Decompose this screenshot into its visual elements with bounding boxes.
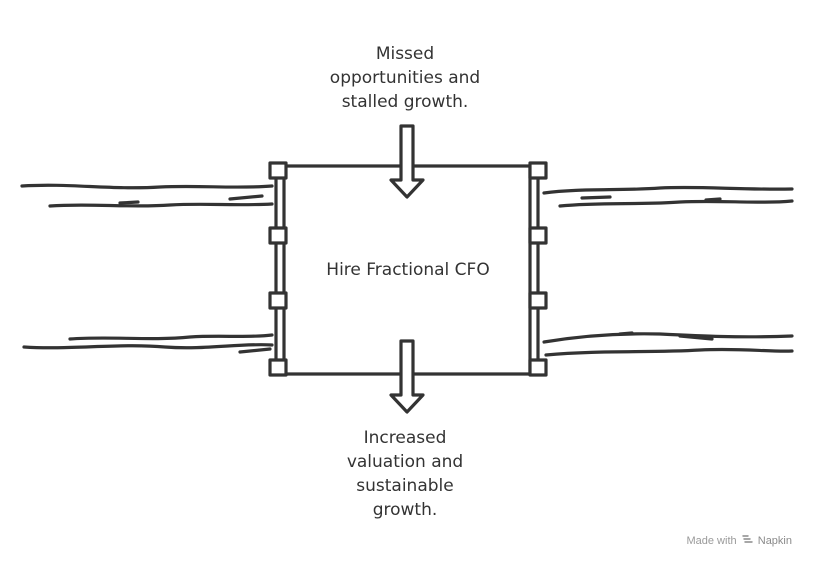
left-connector-4 xyxy=(268,358,288,377)
right-upper-bank-outer xyxy=(542,185,794,195)
output-label-line-3: sustainable xyxy=(356,476,454,496)
left-upper-bank-outer xyxy=(20,183,274,190)
napkin-logo-icon xyxy=(741,535,753,543)
right-lower-dash-2 xyxy=(678,334,714,341)
input-label-line-2: opportunities and xyxy=(329,68,481,88)
input-label: Missed opportunities and stalled growth. xyxy=(290,42,520,114)
left-upper-dash xyxy=(118,200,140,205)
left-connector-2 xyxy=(268,226,288,245)
left-upper-dash-2 xyxy=(228,194,264,201)
left-connector-3 xyxy=(268,291,288,310)
left-lower-bank-inner xyxy=(68,333,274,341)
right-connector-3 xyxy=(528,291,548,310)
center-box-label: Hire Fractional CFO xyxy=(326,260,490,280)
input-label-line-1: Missed xyxy=(375,44,435,64)
left-connector-1 xyxy=(268,161,288,180)
left-upper-bank-inner xyxy=(48,202,274,208)
right-connector-1 xyxy=(528,161,548,180)
input-label-line-3: stalled growth. xyxy=(341,92,469,112)
output-label-line-1: Increased xyxy=(363,428,447,448)
output-label-line-2: valuation and xyxy=(346,452,464,472)
left-lower-bank-outer xyxy=(22,343,274,350)
bottom-arrow-icon xyxy=(389,339,425,414)
right-upper-dash-2 xyxy=(704,197,722,202)
watermark: Made with Napkin xyxy=(686,534,792,547)
right-lower-bank-inner xyxy=(544,347,794,357)
watermark-brand: Napkin xyxy=(757,535,792,547)
right-lower-bank-outer xyxy=(542,332,794,344)
center-box xyxy=(282,164,532,376)
output-label-line-4: growth. xyxy=(372,500,438,520)
watermark-made-with: Made with xyxy=(686,535,737,547)
right-connector-4 xyxy=(528,358,548,377)
left-lower-dash xyxy=(238,347,272,354)
right-lower-dash xyxy=(618,331,634,336)
right-connector-2 xyxy=(528,226,548,245)
right-upper-dash xyxy=(580,195,612,200)
top-arrow-icon xyxy=(389,124,425,199)
output-label: Increased valuation and sustainable grow… xyxy=(290,426,520,522)
right-upper-bank-inner xyxy=(558,199,794,208)
